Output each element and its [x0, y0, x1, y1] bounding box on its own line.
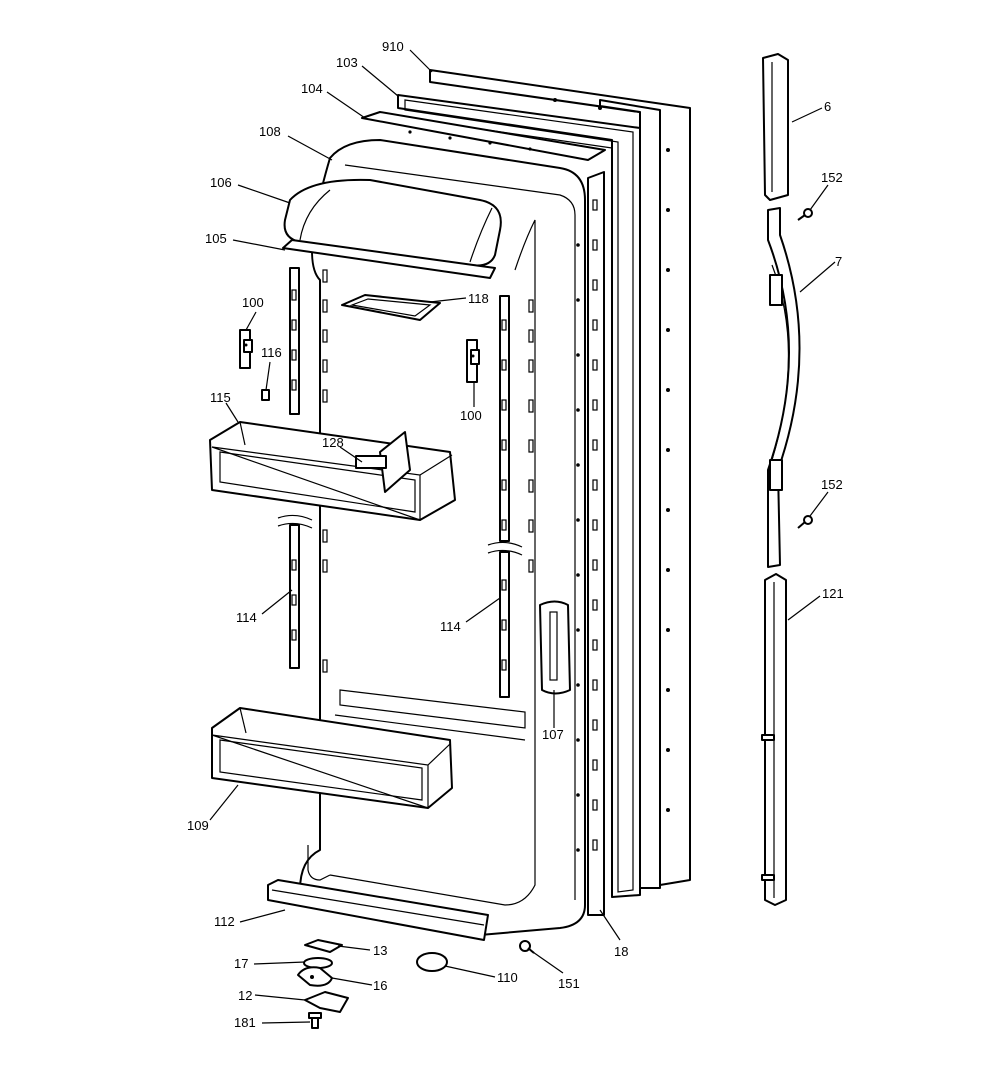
callout-110: 110	[497, 970, 518, 985]
callout-100-left: 100	[242, 295, 264, 310]
callout-181: 181	[234, 1015, 256, 1030]
callout-121: 121	[822, 586, 844, 601]
shelf-rail-left	[277, 267, 313, 669]
small-tray	[341, 294, 441, 321]
handle-cap-6	[762, 53, 789, 201]
shelf-bracket-right	[466, 339, 480, 383]
callout-109: 109	[187, 818, 209, 833]
handle-trim-121	[761, 573, 787, 906]
callout-18: 18	[614, 944, 628, 959]
callout-12: 12	[238, 988, 252, 1003]
outer-door-panel	[429, 69, 691, 889]
callout-116: 116	[261, 345, 282, 360]
callout-115: 115	[210, 390, 231, 405]
door-handle-7	[767, 207, 801, 568]
handle-screw-152-upper	[797, 208, 813, 221]
hinge-plate-13	[304, 939, 343, 953]
shelf-rail-right	[487, 295, 523, 698]
liner-left-slots	[322, 269, 328, 673]
callout-108: 108	[259, 124, 281, 139]
panel-screw-holes	[553, 98, 670, 812]
handle-screw-152-lower	[797, 515, 813, 529]
callout-151: 151	[558, 976, 580, 991]
callout-114-right: 114	[440, 619, 461, 634]
callout-107: 107	[542, 727, 564, 742]
liner-right-slots	[528, 299, 534, 573]
side-retainer-strip	[587, 171, 605, 916]
callout-labels: 910 103 104 108 106 105 118 100 116 100 …	[187, 39, 844, 1030]
hinge-bracket-12	[304, 991, 349, 1013]
callout-7: 7	[835, 254, 842, 269]
shelf-bracket-left	[239, 329, 253, 369]
clip	[261, 389, 270, 401]
callout-118: 118	[468, 291, 489, 306]
callout-6: 6	[824, 99, 831, 114]
callout-16: 16	[373, 978, 387, 993]
callout-910: 910	[382, 39, 404, 54]
dairy-frame-strip	[282, 239, 496, 279]
callout-106: 106	[210, 175, 232, 190]
callout-17: 17	[234, 956, 248, 971]
hinge-bushing-16	[297, 966, 333, 987]
hinge-screw-181	[308, 1012, 322, 1029]
bottom-trim	[267, 879, 489, 941]
callout-105: 105	[205, 231, 227, 246]
dairy-door	[283, 178, 502, 267]
callout-112: 112	[214, 914, 235, 929]
lower-door-bin	[211, 707, 453, 809]
callout-128: 128	[322, 435, 344, 450]
callout-114-left: 114	[236, 610, 257, 625]
callout-103: 103	[336, 55, 358, 70]
callout-104: 104	[301, 81, 323, 96]
liner-holes	[576, 243, 580, 852]
callout-100-right: 100	[460, 408, 482, 423]
top-retainer-strip	[361, 111, 606, 161]
upper-door-bin	[209, 421, 456, 521]
leader-lines	[209, 49, 836, 1024]
retainer-slots	[592, 199, 598, 851]
side-bracket	[539, 600, 571, 695]
callout-152-upper: 152	[821, 170, 843, 185]
callout-152-lower: 152	[821, 477, 843, 492]
hinge-shim-17	[303, 957, 333, 969]
door-stop-110	[416, 952, 448, 972]
callout-13: 13	[373, 943, 387, 958]
